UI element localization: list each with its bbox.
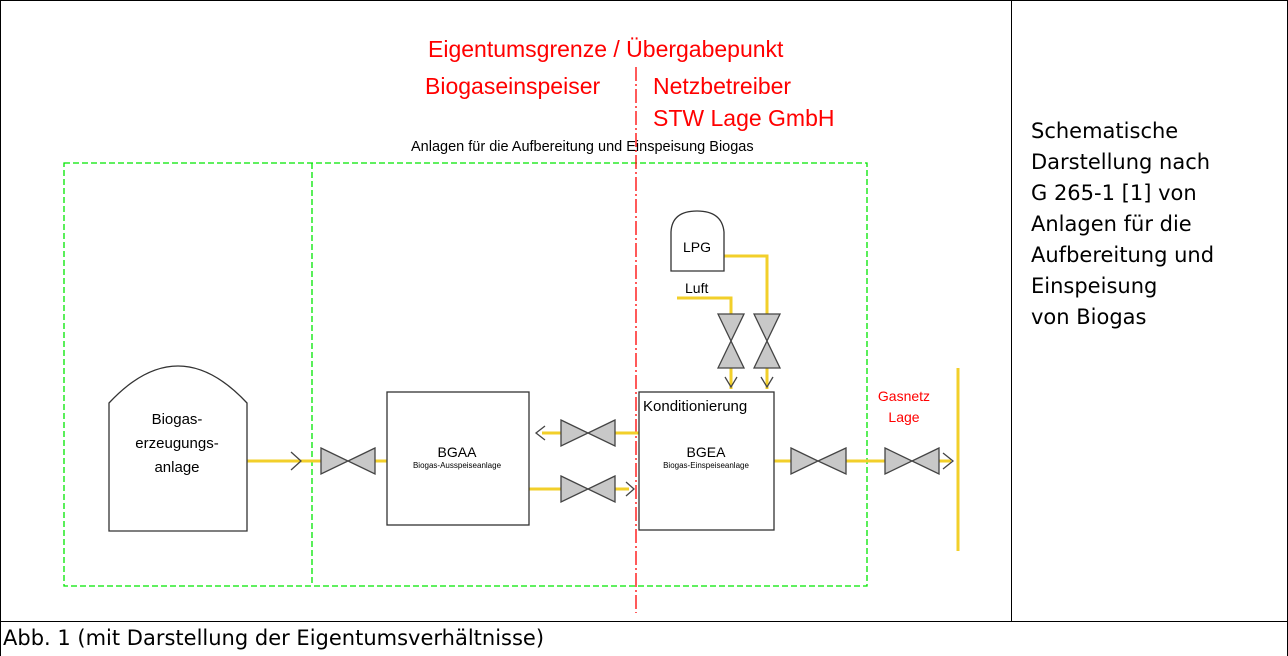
flow-arrowheads	[290, 376, 955, 497]
gas-grid-label-line2: Lage	[888, 409, 919, 425]
plant-caption: Anlagen für die Aufbereitung und Einspei…	[411, 139, 754, 155]
producer-label-line1: Biogas-	[152, 411, 203, 428]
biogas-schematic-diagram: Eigentumsgrenze / Übergabepunkt Biogasei…	[63, 36, 960, 613]
gas-grid-label-line1: Gasnetz	[878, 388, 930, 404]
plant-zone-outline	[63, 162, 868, 587]
right-owner-company: STW Lage GmbH	[653, 105, 835, 131]
valve-symbols	[320, 313, 940, 504]
left-owner-label: Biogaseinspeiser	[425, 73, 601, 99]
description-line: Aufbereitung und	[1031, 243, 1215, 267]
right-owner-label: Netzbetreiber	[653, 73, 791, 99]
schematic-description: Schematische Darstellung nach G 265-1 [1…	[1031, 116, 1281, 333]
description-line: Einspeisung	[1031, 274, 1158, 298]
lpg-tank	[670, 210, 725, 272]
table-border-left	[0, 0, 1, 656]
description-line: Schematische	[1031, 119, 1179, 143]
figure-caption: Abb. 1 (mit Darstellung der Eigentumsver…	[3, 626, 545, 650]
bgaa-title: BGAA	[438, 444, 478, 460]
bgaa-subtitle: Biogas-Ausspeiseanlage	[413, 461, 502, 470]
producer-label-line2: erzeugungs-	[135, 435, 218, 452]
bgaa-box	[386, 391, 530, 526]
air-label: Luft	[685, 280, 708, 296]
description-line: G 265-1 [1] von	[1031, 181, 1197, 205]
lpg-label: LPG	[683, 239, 711, 255]
description-line: von Biogas	[1031, 305, 1147, 329]
bgea-subtitle: Biogas-Einspeiseanlage	[663, 461, 749, 470]
bgea-header: Konditionierung	[643, 398, 747, 415]
table-row-divider	[0, 621, 1288, 622]
bgea-title: BGEA	[687, 444, 727, 460]
bgea-box	[638, 391, 775, 531]
description-line: Darstellung nach	[1031, 150, 1211, 174]
description-line: Anlagen für die	[1031, 212, 1192, 236]
pipes	[247, 254, 960, 551]
table-border-top	[0, 0, 1288, 1]
producer-label-line3: anlage	[154, 459, 199, 476]
biogas-producer-tank	[108, 365, 248, 532]
table-column-divider	[1011, 0, 1012, 622]
ownership-boundary-title: Eigentumsgrenze / Übergabepunkt	[428, 36, 784, 62]
